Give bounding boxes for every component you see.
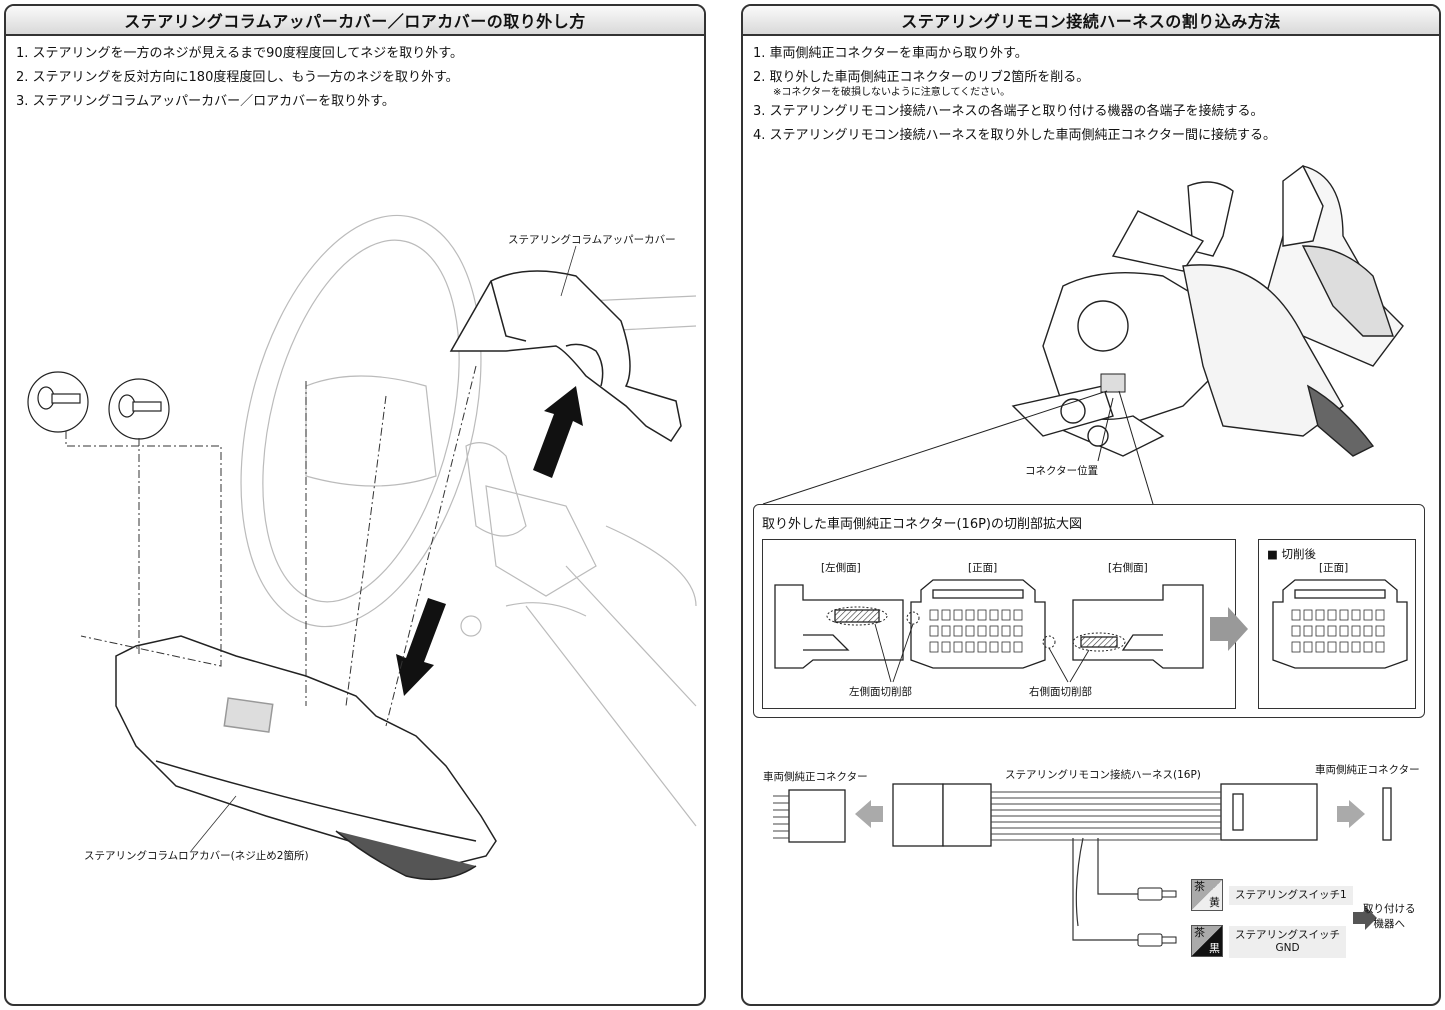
connector-pin bbox=[1291, 609, 1301, 621]
right-arrow-icon bbox=[1210, 607, 1248, 651]
after-front-label: [正面] bbox=[1319, 562, 1349, 574]
connector-pin bbox=[1291, 625, 1301, 637]
left-side-label: [左側面] bbox=[821, 562, 861, 574]
harness-label: ステアリングリモコン接続ハーネス(16P) bbox=[1005, 769, 1201, 781]
harness-steps: 1. 車両側純正コネクターを車両から取り外す。 2. 取り外した車両側純正コネク… bbox=[743, 42, 1439, 148]
column-cover-illustration bbox=[27, 214, 697, 881]
connector-detail-box: 取り外した車両側純正コネクター(16P)の切削部拡大図 [左側面] [正面] [… bbox=[753, 504, 1425, 718]
connector-pin bbox=[953, 625, 963, 637]
connector-pin bbox=[1375, 641, 1385, 653]
connector-pin bbox=[1339, 609, 1349, 621]
before-cut-box: [左側面] [正面] [右側面] bbox=[762, 539, 1236, 709]
connector-pin bbox=[941, 625, 951, 637]
vehicle-connector-left-label: 車両側純正コネクター bbox=[763, 771, 868, 783]
wire1-color-badge: 茶 黄 bbox=[1191, 879, 1223, 911]
after-cut-label: ■ 切削後 bbox=[1267, 547, 1317, 561]
connector-pin bbox=[1351, 641, 1361, 653]
connector-pin bbox=[989, 625, 999, 637]
removal-step-3: 3. ステアリングコラムアッパーカバー／ロアカバーを取り外す。 bbox=[16, 94, 395, 109]
connector-pin bbox=[1375, 625, 1385, 637]
wire1-label: ステアリングスイッチ1 bbox=[1229, 886, 1353, 905]
removal-panel: ステアリングコラムアッパーカバー／ロアカバーの取り外し方 1. ステアリングを一… bbox=[4, 4, 706, 1006]
connector-pin bbox=[1013, 641, 1023, 653]
right-cut-label: 右側面切削部 bbox=[1029, 686, 1092, 698]
connector-pin bbox=[989, 609, 999, 621]
connector-pin bbox=[1351, 609, 1361, 621]
removal-steps: 1. ステアリングを一方のネジが見えるまで90度程度回してネジを取り外す。 2.… bbox=[6, 42, 704, 114]
connector-pin bbox=[1339, 625, 1349, 637]
connector-pin bbox=[977, 625, 987, 637]
after-cut-box: ■ 切削後 [正面] bbox=[1258, 539, 1416, 709]
connector-pin bbox=[965, 641, 975, 653]
wire2-color-bottom: 黒 bbox=[1209, 942, 1220, 955]
connector-pin bbox=[965, 609, 975, 621]
wire1-color-top: 茶 bbox=[1194, 880, 1205, 893]
connector-pin bbox=[1375, 609, 1385, 621]
connector-position-label: コネクター位置 bbox=[1025, 465, 1099, 477]
removal-title: ステアリングコラムアッパーカバー／ロアカバーの取り外し方 bbox=[6, 6, 704, 36]
harness-step-2: 2. 取り外した車両側純正コネクターのリブ2箇所を削る。 ※コネクターを破損しない… bbox=[753, 66, 1439, 100]
connector-pin bbox=[941, 609, 951, 621]
connector-pin bbox=[1339, 641, 1349, 653]
connector-pin bbox=[1001, 609, 1011, 621]
connector-pin bbox=[977, 609, 987, 621]
to-device-label: 取り付ける 機器へ bbox=[1363, 902, 1416, 932]
connector-pin bbox=[1303, 625, 1313, 637]
connector-pin bbox=[941, 641, 951, 653]
left-cut-label: 左側面切削部 bbox=[849, 686, 912, 698]
connector-pin bbox=[1315, 625, 1325, 637]
connector-pin bbox=[1001, 625, 1011, 637]
right-side-label: [右側面] bbox=[1108, 562, 1148, 574]
connector-pin bbox=[965, 625, 975, 637]
removal-step-2: 2. ステアリングを反対方向に180度程度回し、もう一方のネジを取り外す。 bbox=[16, 70, 459, 85]
column-connector-illustration bbox=[762, 164, 1404, 505]
connector-pin bbox=[1303, 609, 1313, 621]
connector-pin bbox=[1327, 641, 1337, 653]
connector-pin bbox=[953, 641, 963, 653]
wire2-color-top: 茶 bbox=[1194, 926, 1205, 939]
vehicle-connector-right-label: 車両側純正コネクター bbox=[1315, 764, 1420, 776]
removal-step-1: 1. ステアリングを一方のネジが見えるまで90度程度回してネジを取り外す。 bbox=[16, 46, 463, 61]
connector-pin bbox=[953, 609, 963, 621]
lower-cover-label: ステアリングコラムロアカバー(ネジ止め2箇所) bbox=[84, 850, 309, 862]
connector-detail-title: 取り外した車両側純正コネクター(16P)の切削部拡大図 bbox=[762, 517, 1083, 532]
to-device-line1: 取り付ける bbox=[1363, 903, 1416, 915]
connector-pin bbox=[1303, 641, 1313, 653]
connector-pin bbox=[1363, 641, 1373, 653]
after-cut-connector bbox=[1272, 579, 1408, 669]
harness-title: ステアリングリモコン接続ハーネスの割り込み方法 bbox=[743, 6, 1439, 36]
to-device-line2: 機器へ bbox=[1373, 918, 1406, 930]
harness-step-4: 4. ステアリングリモコン接続ハーネスを取り外した車両側純正コネクター間に接続す… bbox=[753, 128, 1277, 143]
connector-drawings bbox=[774, 579, 1204, 683]
harness-step-3: 3. ステアリングリモコン接続ハーネスの各端子と取り付ける機器の各端子を接続する… bbox=[753, 104, 1264, 119]
harness-panel: ステアリングリモコン接続ハーネスの割り込み方法 1. 車両側純正コネクターを車両… bbox=[741, 4, 1441, 1006]
connector-pin bbox=[1351, 625, 1361, 637]
upper-cover-label: ステアリングコラムアッパーカバー bbox=[508, 234, 676, 246]
wire1-color-bottom: 黄 bbox=[1209, 896, 1220, 909]
connector-pin bbox=[1315, 609, 1325, 621]
connector-pin bbox=[977, 641, 987, 653]
wiring-diagram bbox=[773, 783, 1392, 947]
wire2-label-line2: GND bbox=[1275, 942, 1300, 954]
connector-pin bbox=[1013, 625, 1023, 637]
connector-pin bbox=[1363, 625, 1373, 637]
connector-pin bbox=[1013, 609, 1023, 621]
connector-pin bbox=[1327, 609, 1337, 621]
connector-pin bbox=[1327, 625, 1337, 637]
connector-pin bbox=[929, 625, 939, 637]
harness-step-2-text: 2. 取り外した車両側純正コネクターのリブ2箇所を削る。 bbox=[753, 70, 1090, 85]
connector-pin bbox=[1315, 641, 1325, 653]
harness-step-1: 1. 車両側純正コネクターを車両から取り外す。 bbox=[753, 46, 1028, 61]
connector-pin bbox=[1001, 641, 1011, 653]
wire2-label-line1: ステアリングスイッチ bbox=[1235, 929, 1340, 941]
connector-pin bbox=[989, 641, 999, 653]
connector-pin bbox=[929, 609, 939, 621]
harness-step-2-note: ※コネクターを破損しないように注意してください。 bbox=[773, 87, 1011, 98]
wire2-label: ステアリングスイッチ GND bbox=[1229, 926, 1346, 958]
wire2-color-badge: 茶 黒 bbox=[1191, 925, 1223, 957]
front-label: [正面] bbox=[968, 562, 998, 574]
connector-pin bbox=[929, 641, 939, 653]
connector-pin bbox=[1363, 609, 1373, 621]
connector-pin bbox=[1291, 641, 1301, 653]
